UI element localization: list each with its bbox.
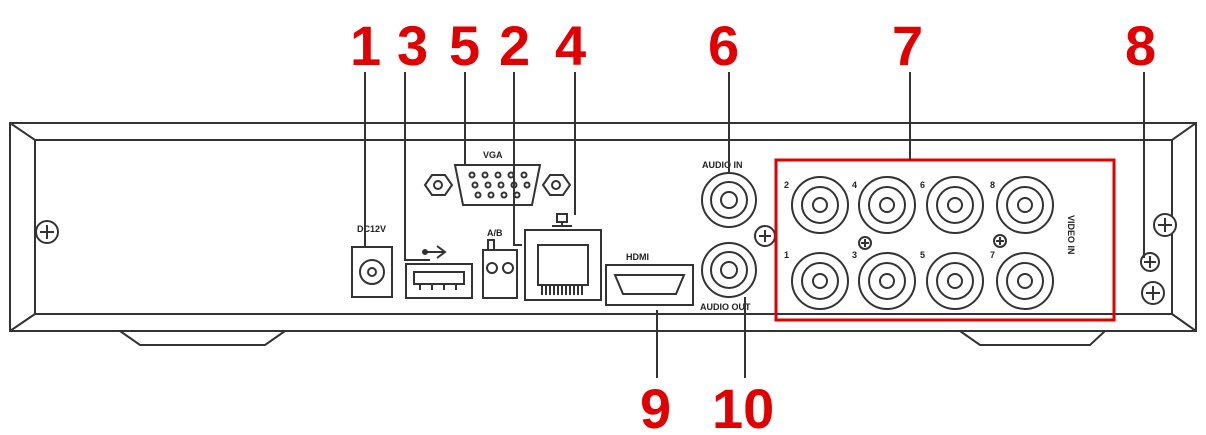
bnc-number: 7 (990, 250, 995, 260)
bnc-port (858, 252, 916, 310)
vga-label: VGA (483, 150, 503, 160)
callout-3: 3 (397, 14, 428, 77)
bnc-number: 1 (784, 250, 789, 260)
rs485-label: A/B (487, 228, 503, 238)
bnc-port (996, 176, 1054, 234)
callout-2: 2 (499, 14, 530, 77)
bnc-port (996, 252, 1054, 310)
video-in-label: VIDEO IN (1066, 215, 1076, 255)
screw-icon (1153, 213, 1177, 237)
audio-out-port (701, 242, 757, 298)
callout-7: 7 (892, 14, 923, 77)
audio-in-port (701, 172, 757, 228)
callout-1: 1 (350, 14, 381, 77)
chassis (9, 122, 1197, 346)
callout-8: 8 (1125, 14, 1156, 77)
screw-icon (35, 220, 59, 244)
audio-out-label: AUDIO OUT (700, 302, 751, 312)
callout-5: 5 (449, 14, 480, 77)
dc-power-port (351, 246, 393, 298)
callout-9: 9 (640, 377, 671, 435)
vga-port (453, 164, 542, 206)
audio-in-label: AUDIO IN (702, 160, 743, 170)
leader-lines (364, 72, 1145, 378)
bnc-port (926, 176, 984, 234)
callout-6: 6 (708, 14, 739, 77)
bnc-port (926, 252, 984, 310)
bnc-port (791, 176, 849, 234)
bnc-number: 8 (990, 180, 995, 190)
video-in-highlight (774, 158, 1116, 322)
bnc-number: 3 (852, 250, 857, 260)
dc-label: DC12V (357, 224, 386, 234)
callout-4: 4 (555, 14, 586, 77)
usb-icon (422, 245, 447, 259)
bnc-number: 5 (920, 250, 925, 260)
bnc-port (791, 252, 849, 310)
vga-nut-left (423, 174, 454, 196)
callout-10: 10 (712, 377, 774, 435)
hdmi-label: HDMI (626, 252, 649, 262)
bnc-number: 6 (920, 180, 925, 190)
network-icon (552, 213, 572, 227)
hdmi-port (605, 264, 694, 306)
bnc-group (791, 176, 1054, 310)
screw-icon (858, 236, 872, 250)
bnc-number: 4 (852, 180, 857, 190)
screw-icon (993, 234, 1007, 248)
callouts: 1 3 5 2 4 6 7 8 9 10 (350, 14, 1156, 435)
bnc-number: 2 (784, 180, 789, 190)
rs485-port (482, 239, 518, 299)
ground-terminal (1140, 252, 1160, 272)
network-port (524, 229, 602, 301)
screw-icon (754, 225, 776, 247)
vga-nut-right (541, 174, 572, 196)
bnc-port (858, 176, 916, 234)
screw-icon (1141, 281, 1165, 305)
usb-port (405, 263, 473, 299)
